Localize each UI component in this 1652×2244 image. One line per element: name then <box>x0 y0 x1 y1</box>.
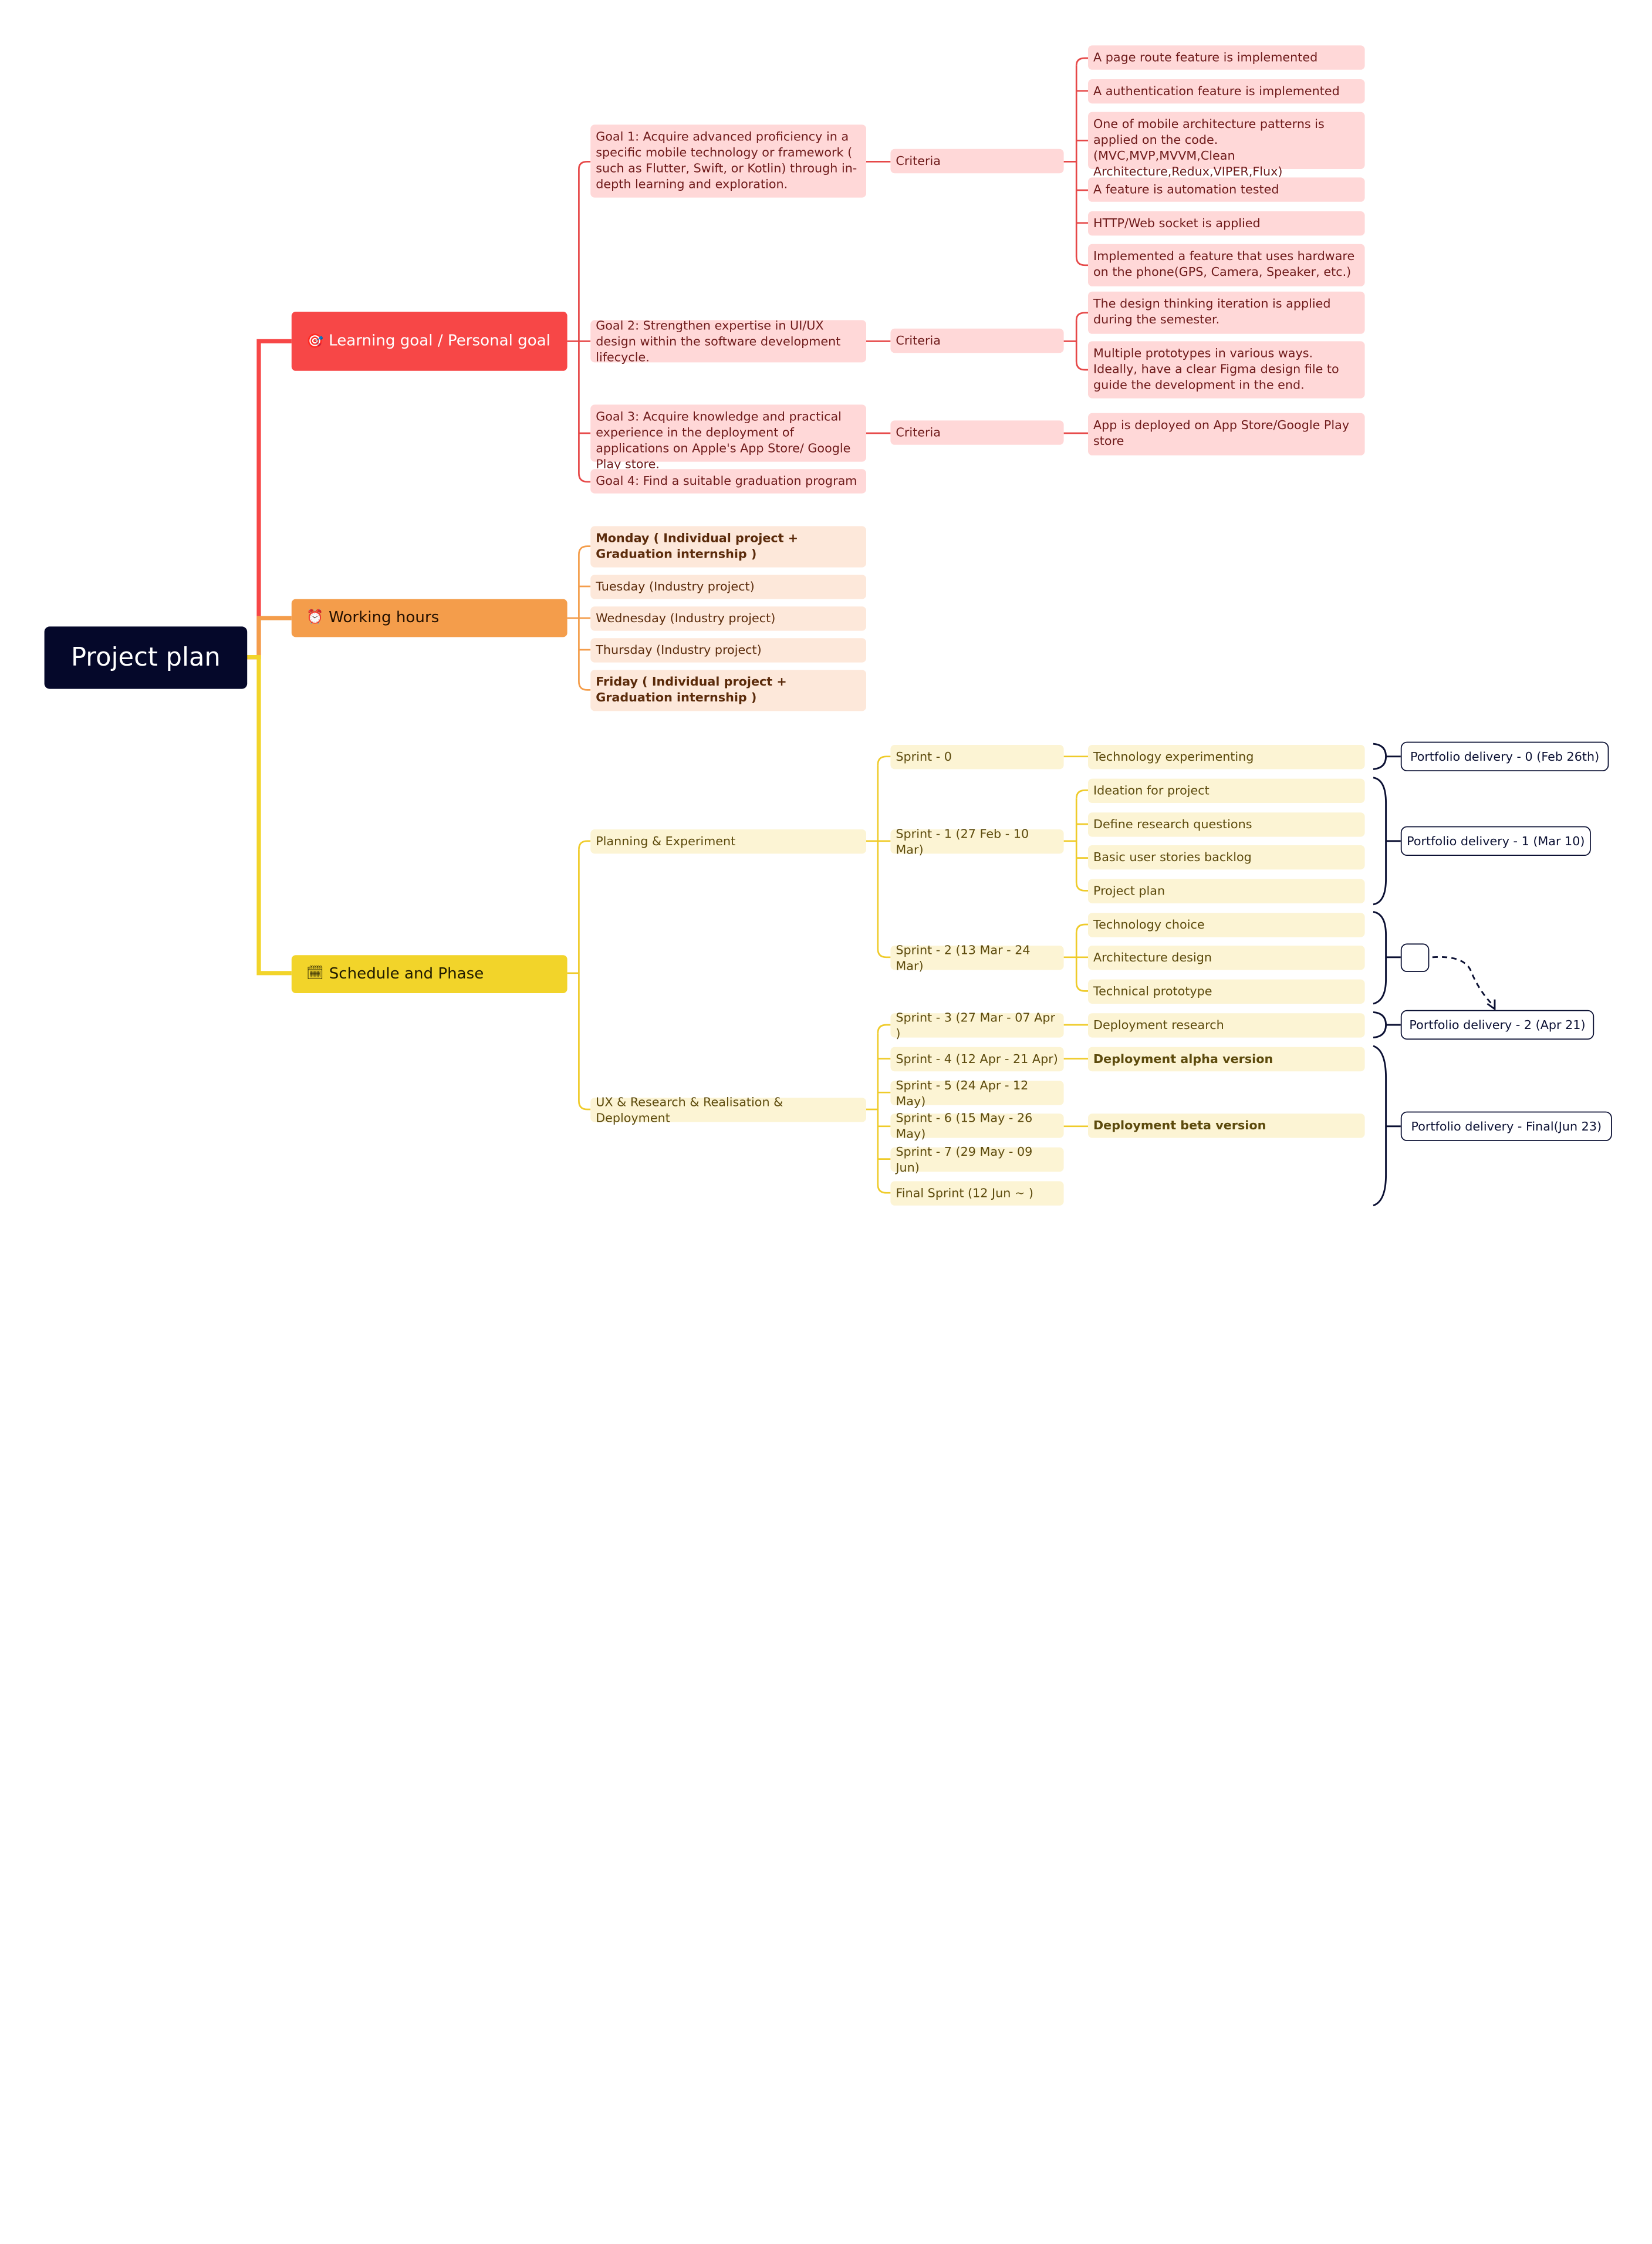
bracket-0 <box>1373 743 1387 770</box>
bracket-2 <box>1373 910 1387 1005</box>
task-item[interactable]: Technology choice <box>1088 913 1365 937</box>
portfolio-delivery-2[interactable]: Portfolio delivery - 2 (Apr 21) <box>1400 1010 1594 1040</box>
goal-2[interactable]: Goal 2: Strengthen expertise in UI/UX de… <box>590 318 866 364</box>
task-item[interactable]: Technology experimenting <box>1088 745 1365 770</box>
sprint-3[interactable]: Sprint - 3 (27 Mar - 07 Apr ) <box>890 1010 1064 1040</box>
sprint-4[interactable]: Sprint - 4 (12 Apr - 21 Apr) <box>890 1047 1064 1072</box>
sprint-6[interactable]: Sprint - 6 (15 May - 26 May) <box>890 1110 1064 1140</box>
criterion-item[interactable]: One of mobile architecture patterns is a… <box>1088 112 1365 178</box>
target-icon: 🎯 <box>306 333 324 349</box>
criterion-item[interactable]: App is deployed on App Store/Google Play… <box>1088 413 1365 455</box>
category-working-label: Working hours <box>329 609 440 627</box>
bracket-1 <box>1373 777 1387 906</box>
criterion-item[interactable]: HTTP/Web socket is applied <box>1088 211 1365 236</box>
task-item[interactable]: Basic user stories backlog <box>1088 845 1365 870</box>
portfolio-delivery-0[interactable]: Portfolio delivery - 0 (Feb 26th) <box>1400 741 1609 771</box>
goal-4[interactable]: Goal 4: Find a suitable graduation progr… <box>590 469 866 494</box>
sprint-2[interactable]: Sprint - 2 (13 Mar - 24 Mar) <box>890 942 1064 973</box>
portfolio-delivery-final[interactable]: Portfolio delivery - Final(Jun 23) <box>1400 1111 1612 1141</box>
task-item[interactable]: Define research questions <box>1088 812 1365 837</box>
criterion-item[interactable]: Multiple prototypes in various ways. Ide… <box>1088 341 1365 399</box>
portfolio-empty-node[interactable] <box>1400 943 1430 972</box>
trunk-working <box>247 616 292 660</box>
workday-thursday[interactable]: Thursday (Industry project) <box>590 638 866 663</box>
workday-friday[interactable]: Friday ( Individual project + Graduation… <box>590 670 866 711</box>
workday-monday[interactable]: Monday ( Individual project + Graduation… <box>590 526 866 568</box>
task-item[interactable]: Deployment research <box>1088 1013 1365 1038</box>
phase-planning[interactable]: Planning & Experiment <box>590 829 866 854</box>
criterion-item[interactable]: Implemented a feature that uses hardware… <box>1088 244 1365 286</box>
phase-realisation[interactable]: UX & Research & Realisation & Deployment <box>590 1094 866 1125</box>
sprint-5[interactable]: Sprint - 5 (24 Apr - 12 May) <box>890 1077 1064 1108</box>
goal-3[interactable]: Goal 3: Acquire knowledge and practical … <box>590 404 866 471</box>
task-item[interactable]: Deployment beta version <box>1088 1113 1365 1138</box>
goal-1[interactable]: Goal 1: Acquire advanced proficiency in … <box>590 124 866 198</box>
clock-icon: ⏰ <box>306 609 324 626</box>
task-item[interactable]: Technical prototype <box>1088 979 1365 1004</box>
sprint-final[interactable]: Final Sprint (12 Jun ~ ) <box>890 1181 1064 1206</box>
task-item[interactable]: Architecture design <box>1088 946 1365 970</box>
category-learning-goal[interactable]: 🎯 Learning goal / Personal goal <box>291 312 567 371</box>
criterion-item[interactable]: A authentication feature is implemented <box>1088 79 1365 104</box>
calendar-icon: 🗓 <box>306 966 324 982</box>
category-schedule-label: Schedule and Phase <box>329 966 484 983</box>
criterion-item[interactable]: The design thinking iteration is applied… <box>1088 291 1365 334</box>
criterion-item[interactable]: A feature is automation tested <box>1088 177 1365 202</box>
criteria-goal-1[interactable]: Criteria <box>890 149 1064 174</box>
sprint-7[interactable]: Sprint - 7 (29 May - 09 Jun) <box>890 1144 1064 1175</box>
criterion-item[interactable]: A page route feature is implemented <box>1088 45 1365 70</box>
criteria-goal-3[interactable]: Criteria <box>890 420 1064 445</box>
portfolio-delivery-1[interactable]: Portfolio delivery - 1 (Mar 10) <box>1400 826 1591 856</box>
dashed-relation <box>1432 956 1495 1007</box>
workday-tuesday[interactable]: Tuesday (Industry project) <box>590 575 866 599</box>
bracket-4 <box>1373 1045 1387 1207</box>
bracket-3 <box>1373 1011 1387 1039</box>
sprint-1[interactable]: Sprint - 1 (27 Feb - 10 Mar) <box>890 826 1064 856</box>
root-node[interactable]: Project plan <box>44 626 248 689</box>
category-learning-label: Learning goal / Personal goal <box>329 332 550 349</box>
criteria-goal-2[interactable]: Criteria <box>890 328 1064 353</box>
trunk-learning <box>247 339 292 660</box>
category-schedule[interactable]: 🗓 Schedule and Phase <box>291 955 567 993</box>
task-item[interactable]: Project plan <box>1088 879 1365 903</box>
trunk-schedule <box>247 654 292 976</box>
task-item[interactable]: Deployment alpha version <box>1088 1047 1365 1072</box>
sprint-0[interactable]: Sprint - 0 <box>890 745 1064 770</box>
task-item[interactable]: Ideation for project <box>1088 778 1365 803</box>
workday-wednesday[interactable]: Wednesday (Industry project) <box>590 606 866 631</box>
category-working-hours[interactable]: ⏰ Working hours <box>291 599 567 637</box>
connector-lines <box>247 57 1496 1207</box>
